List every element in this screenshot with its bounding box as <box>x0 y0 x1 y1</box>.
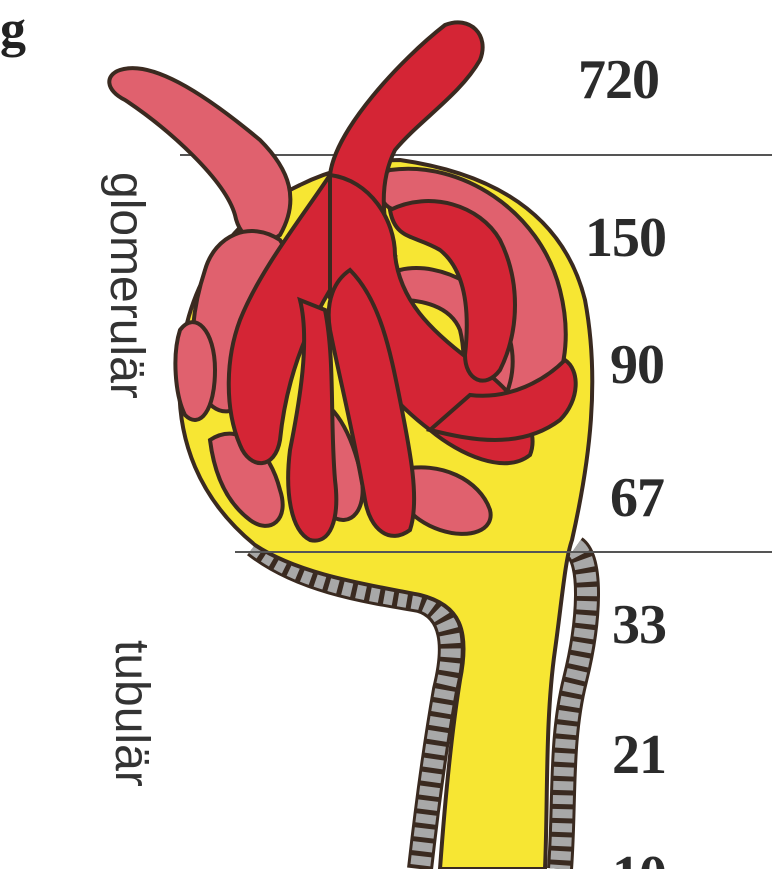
scale-value-33: 33 <box>612 597 666 653</box>
scale-value-21: 21 <box>612 727 666 783</box>
scale-value-150: 150 <box>585 210 666 266</box>
scale-value-10: 10 <box>612 848 666 869</box>
scale-value-720: 720 <box>578 52 659 108</box>
panel-letter: g <box>0 4 26 56</box>
tubule-wall-right <box>560 548 587 869</box>
glomerular-label: glomerulär <box>102 172 150 399</box>
scale-value-67: 67 <box>610 470 664 526</box>
tubular-label: tubulär <box>107 640 155 787</box>
scale-value-90: 90 <box>610 337 664 393</box>
